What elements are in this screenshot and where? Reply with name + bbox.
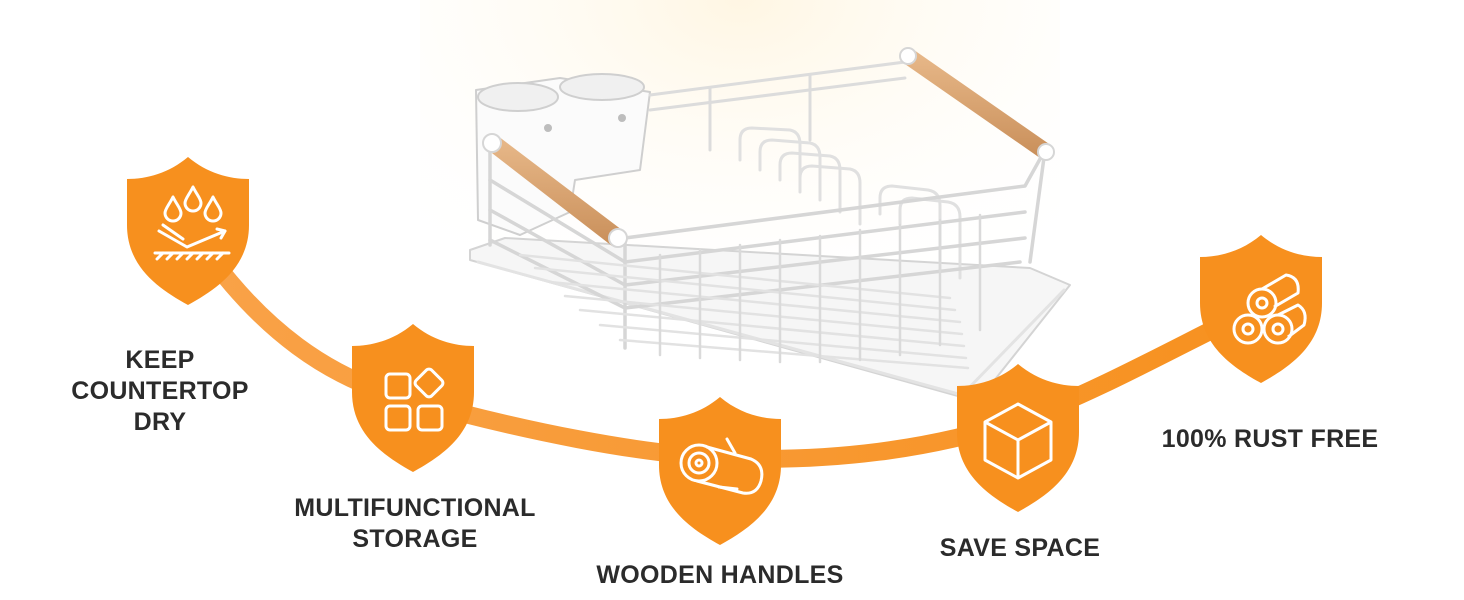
feature-label-wooden-handles: WOODEN HANDLES — [596, 561, 844, 589]
shield-wooden-handles — [659, 397, 781, 545]
feature-label-keep-dry: KEEP COUNTERTOP DRY — [71, 346, 249, 436]
shield-keep-dry — [127, 157, 249, 305]
feature-label-storage: MULTIFUNCTIONAL STORAGE — [294, 494, 536, 553]
dish-rack-image — [469, 47, 1071, 399]
shield-shape — [127, 157, 249, 305]
shield-shape — [352, 324, 474, 472]
storage-blocks-icon — [384, 367, 445, 432]
feature-label-rust-free: 100% RUST FREE — [1161, 425, 1379, 453]
logs-stack-icon — [1232, 273, 1307, 345]
shield-storage — [352, 324, 474, 472]
shield-shape — [957, 364, 1079, 512]
feature-label-save-space: SAVE SPACE — [939, 534, 1101, 562]
water-drops-icon — [153, 185, 231, 261]
wood-log-icon — [679, 437, 764, 495]
wooden-handle-left — [482, 133, 628, 248]
shield-rust-free — [1200, 235, 1322, 383]
wooden-handle-right — [899, 47, 1055, 161]
cube-icon — [983, 402, 1053, 480]
shield-save-space — [957, 364, 1079, 512]
shield-shape — [659, 397, 781, 545]
